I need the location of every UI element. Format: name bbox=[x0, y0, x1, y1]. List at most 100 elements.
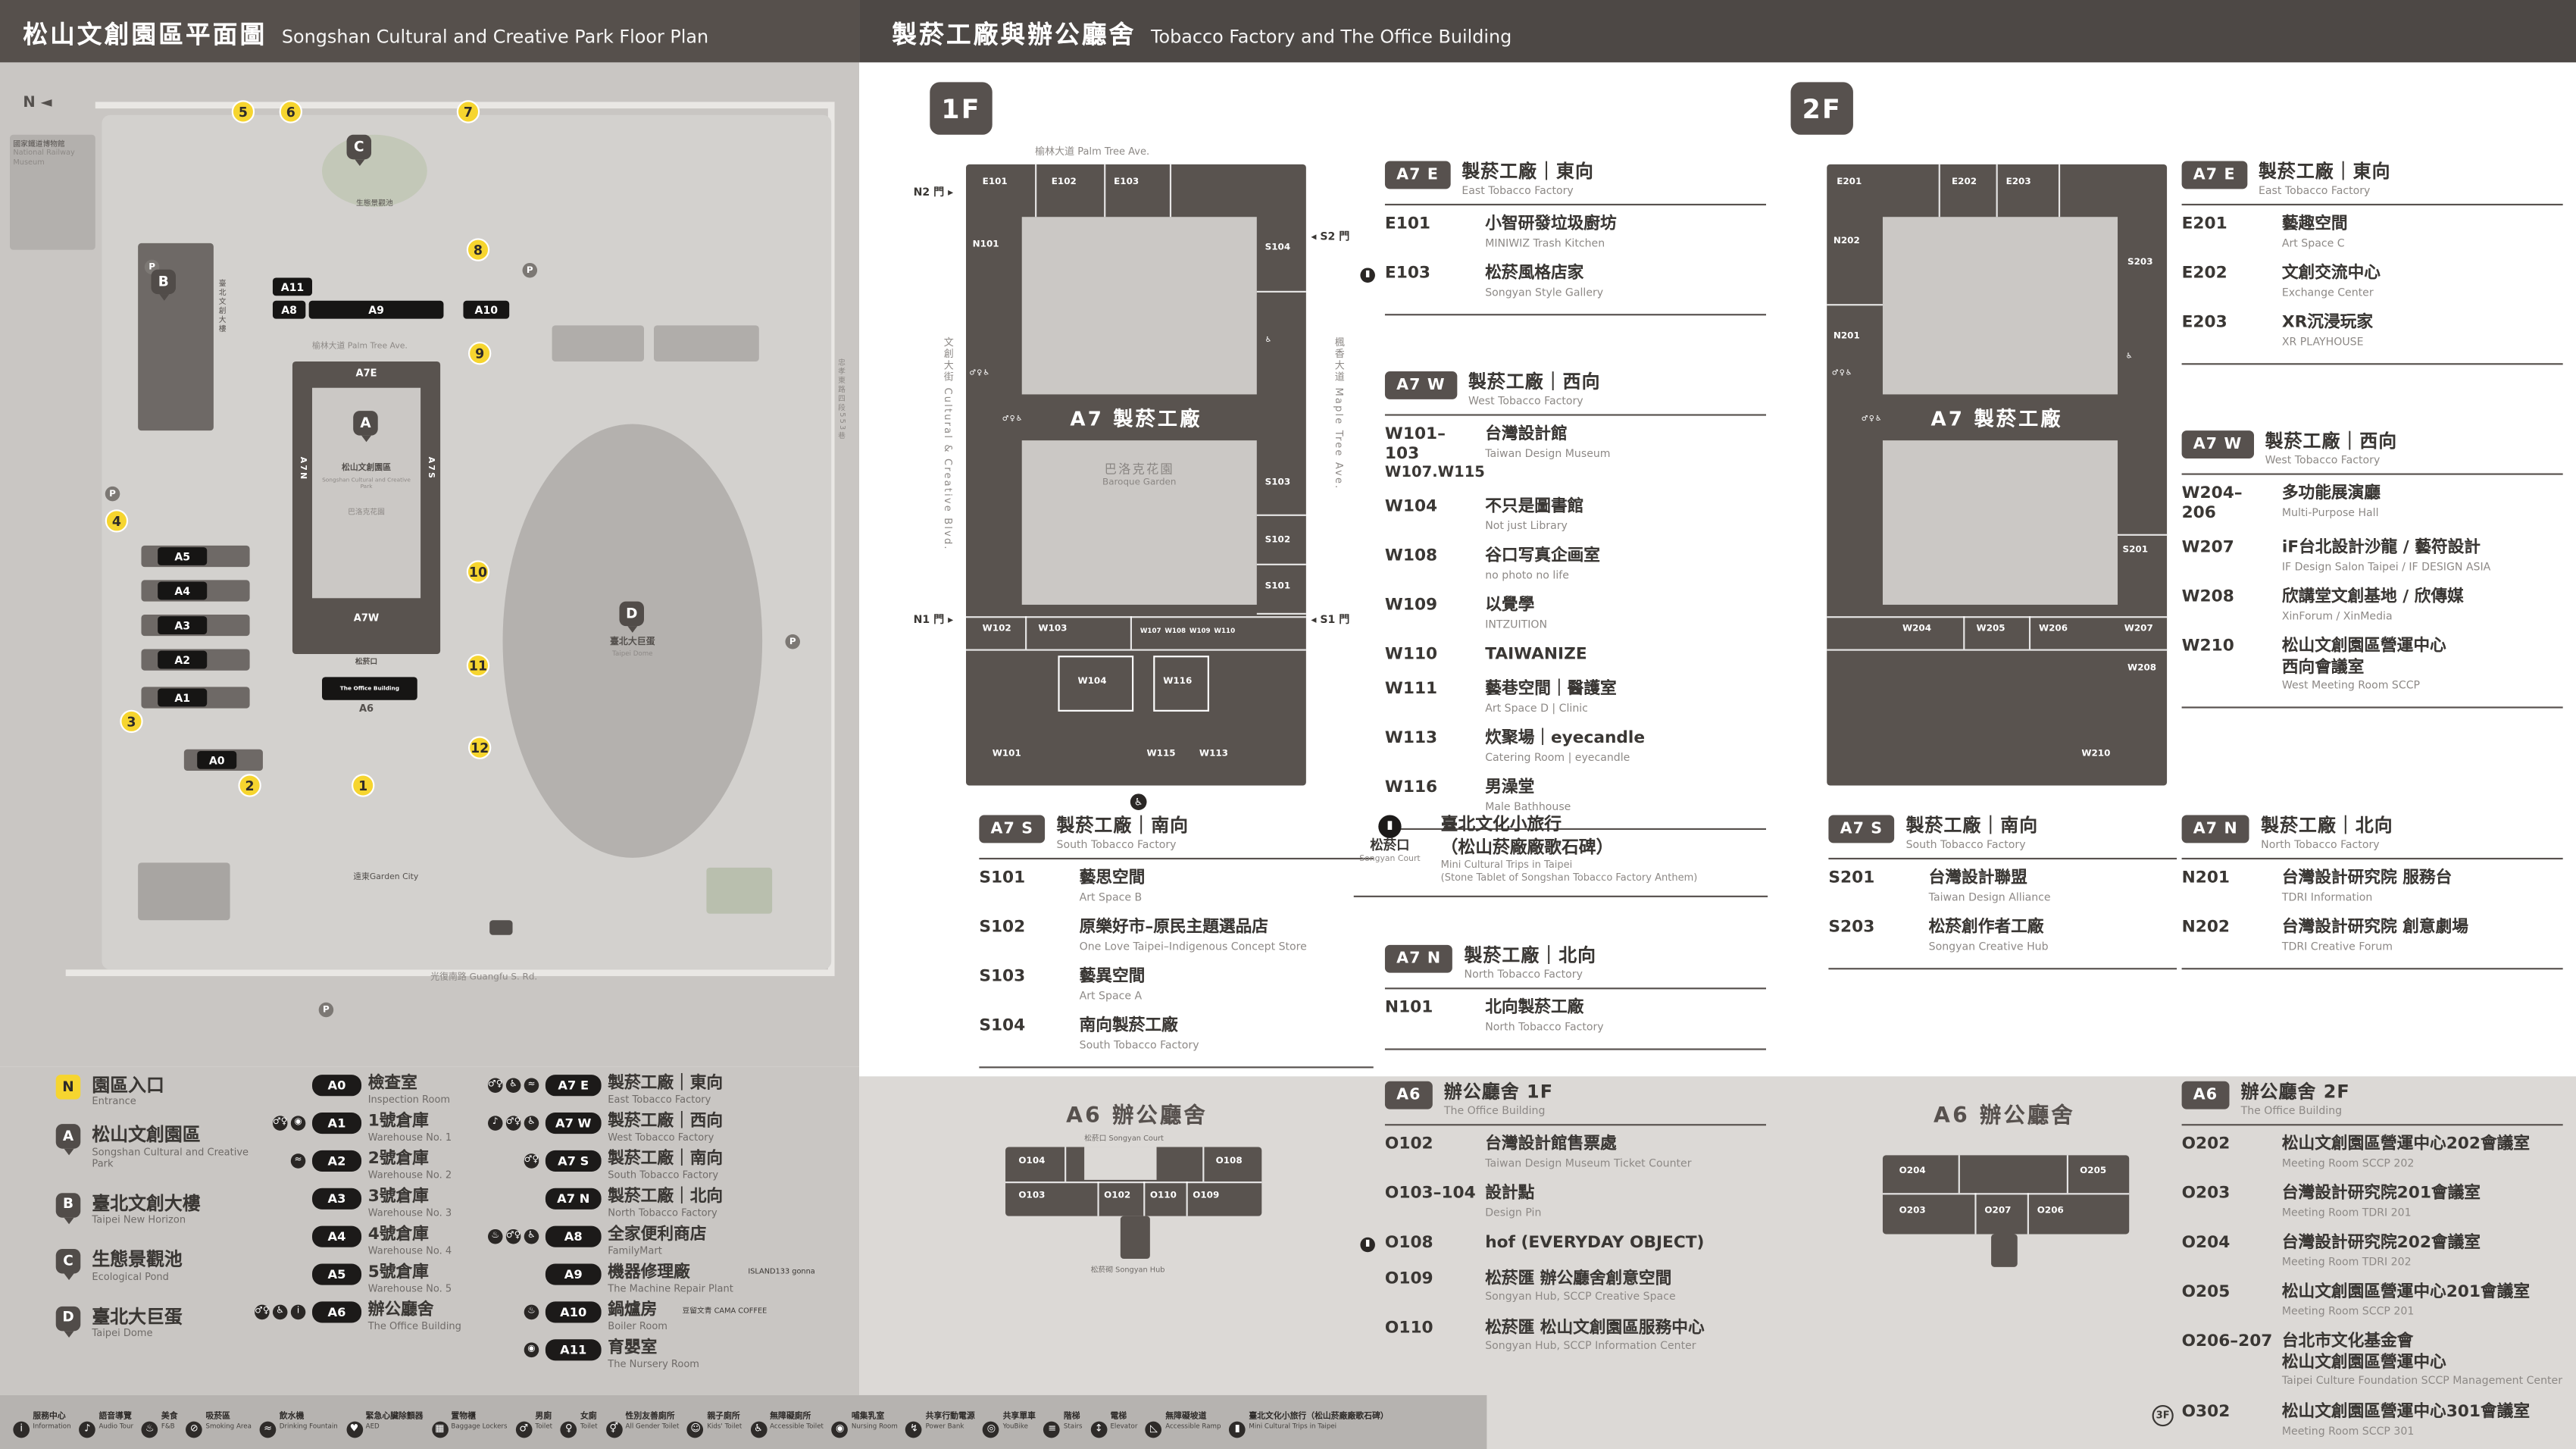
room-en: Taiwan Design Museum bbox=[1485, 446, 1611, 460]
facility-item: ♨ 美食 F&B bbox=[140, 1407, 178, 1438]
legend-building-row: ♂♀◉ A1 1號倉庫 Warehouse No. 1 bbox=[246, 1112, 461, 1150]
floor-plan-2f: A7 製菸工廠 E201 E202 E203 N202 N201 S203 S2… bbox=[1783, 139, 2243, 830]
entrance-marker-2: 2 bbox=[238, 774, 261, 797]
divider bbox=[1256, 290, 1306, 293]
legend-building-row: ♂♀♿≈ A7 E 製菸工廠｜東向 East Tobacco Factory bbox=[480, 1075, 815, 1113]
room-w206: W206 bbox=[2038, 624, 2068, 634]
new-horizon-zh: 臺北文創大樓 bbox=[217, 279, 226, 334]
building-en: The Nursery Room bbox=[608, 1359, 699, 1371]
garden-zh: 巴洛克花園 bbox=[1104, 462, 1174, 477]
divider bbox=[2066, 1155, 2068, 1194]
facility-icon: ◺ bbox=[1144, 1407, 1162, 1438]
park-map: N ◄ 國家鐵道博物館 National Railway Museum C 生態… bbox=[0, 62, 860, 1067]
facility-en: YouBike bbox=[1002, 1421, 1028, 1430]
toilet-icons: ♂♀♿ bbox=[969, 369, 991, 378]
entrance-zh: 園區入口 bbox=[92, 1075, 164, 1097]
building-en: Warehouse No. 2 bbox=[367, 1169, 452, 1182]
row-icons: ♂♀♿≈ bbox=[480, 1075, 539, 1093]
facility-icon: ⚥ bbox=[604, 1407, 623, 1438]
facility-item: ≡ 階梯 Stairs bbox=[1043, 1407, 1083, 1438]
palm-tree-ave-label: 榆林大道 Palm Tree Ave. bbox=[1035, 143, 1149, 158]
place-pin-icon: C bbox=[55, 1249, 81, 1281]
songyan-en: Songyan Court bbox=[1359, 855, 1421, 865]
room-n202: N202 bbox=[1833, 236, 1860, 247]
room-zh: 藝異空間 bbox=[1079, 968, 1146, 987]
facility-icon: i bbox=[11, 1407, 30, 1438]
garden-city-label: 遠東Garden City bbox=[353, 872, 418, 882]
legend-building-row: A9 機器修理廠 The Machine Repair Plant ISLAND… bbox=[480, 1263, 815, 1301]
room-w208: W208 bbox=[2127, 664, 2157, 674]
place-pin-icon: A bbox=[55, 1124, 81, 1156]
bike-icon: ◎ bbox=[983, 1421, 1000, 1438]
marker-6-label: 6 bbox=[286, 104, 295, 120]
food-icon: ♨ bbox=[141, 1421, 158, 1438]
north-indicator: N ◄ bbox=[23, 95, 52, 112]
nursing-icon: ◉ bbox=[290, 1116, 306, 1131]
room-en: MINIWIZ Trash Kitchen bbox=[1485, 236, 1605, 250]
room-code: E101 bbox=[1384, 215, 1431, 234]
legend-place-row: A 松山文創園區 Songshan Cultural and Creative … bbox=[55, 1124, 273, 1170]
place-zh: 松山文創園區 bbox=[92, 1124, 201, 1147]
dome-zh-label: 臺北大巨蛋 bbox=[503, 637, 763, 648]
section-en: The Office Building bbox=[2240, 1103, 2343, 1117]
map-a7s-label: A7S bbox=[426, 457, 436, 480]
marker-3-label: 3 bbox=[127, 714, 136, 729]
facility-item: ♂ 男廁 Toilet bbox=[514, 1407, 552, 1438]
building-zh: 辦公廳舍 bbox=[367, 1301, 434, 1320]
directory-row: W110 TAIWANIZE bbox=[1385, 638, 1766, 674]
room-code: W108 bbox=[1384, 547, 1438, 566]
room-zh: 台灣設計研究院202會議室 bbox=[2281, 1234, 2481, 1253]
building-en: Inspection Room bbox=[367, 1094, 451, 1106]
room-s201: S201 bbox=[2122, 545, 2149, 556]
a7-center-label-2f: A7 製菸工廠 bbox=[1827, 404, 2167, 432]
row-icons: ▮ bbox=[1358, 1237, 1375, 1252]
room-zh: 炊聚場｜eyecandle bbox=[1485, 730, 1646, 749]
map-badge-a5: A5 bbox=[158, 547, 208, 565]
pin-a: A bbox=[353, 411, 378, 443]
place-badge-label: D bbox=[62, 1310, 74, 1327]
facility-en: Kids' Toilet bbox=[707, 1421, 742, 1430]
section-zh: 辦公廳舍 1F bbox=[1443, 1081, 1554, 1103]
powerbank-icon: ↯ bbox=[905, 1421, 923, 1438]
room-en: Not just Library bbox=[1485, 518, 1568, 532]
facility-zh: 吸菸區 bbox=[205, 1412, 231, 1422]
directory-row-3f: 3F O302 松山文創園區營運中心301會議室 Meeting Room SC… bbox=[2152, 1395, 2563, 1446]
legend-building-row: ♨♂♀♿ A8 全家便利商店 FamilyMart bbox=[480, 1225, 815, 1264]
audio-icon: ♪ bbox=[488, 1116, 503, 1131]
facility-icon: ♨ bbox=[140, 1407, 158, 1438]
legend-building-row: A5 5號倉庫 Warehouse No. 5 bbox=[246, 1263, 461, 1301]
room-e201: E201 bbox=[1837, 177, 1862, 188]
room-zh: 谷口写真企画室 bbox=[1485, 547, 1600, 566]
map-a7w-label: A7W bbox=[292, 614, 440, 624]
room-o104: O104 bbox=[1018, 1156, 1046, 1167]
room-en: INTZUITION bbox=[1485, 617, 1548, 631]
room-zh: 松山文創園區營運中心 bbox=[2281, 637, 2446, 656]
room-code: W104 bbox=[1384, 498, 1438, 517]
marker-11-label: 11 bbox=[468, 658, 488, 673]
room-w210: W210 bbox=[2081, 749, 2111, 759]
room-zh: 台北市文化基金會 bbox=[2281, 1332, 2414, 1351]
facility-zh: 男廁 bbox=[535, 1412, 552, 1422]
legend-building-row: ♪♂♀♿ A7 W 製菸工廠｜西向 West Tobacco Factory bbox=[480, 1112, 815, 1150]
place-en: Songshan Cultural and Creative Park bbox=[92, 1146, 249, 1170]
legend-entrance-row: N 園區入口 Entrance bbox=[55, 1075, 273, 1108]
divider bbox=[1974, 1193, 1977, 1235]
p-label: P bbox=[148, 261, 155, 272]
divider bbox=[1186, 1181, 1188, 1216]
legend-buildings-column-1: A0 檢查室 Inspection Room ♂♀◉ A1 1號倉庫 Wareh… bbox=[246, 1075, 461, 1339]
room-en: Songyan Creative Hub bbox=[1928, 939, 2049, 953]
building-note: 豆留文青 CAMA COFFEE bbox=[682, 1308, 767, 1316]
room-o203: O203 bbox=[1899, 1206, 1926, 1216]
room-s103: S103 bbox=[1265, 477, 1291, 489]
courtyard-lower-2f bbox=[1882, 440, 2118, 605]
